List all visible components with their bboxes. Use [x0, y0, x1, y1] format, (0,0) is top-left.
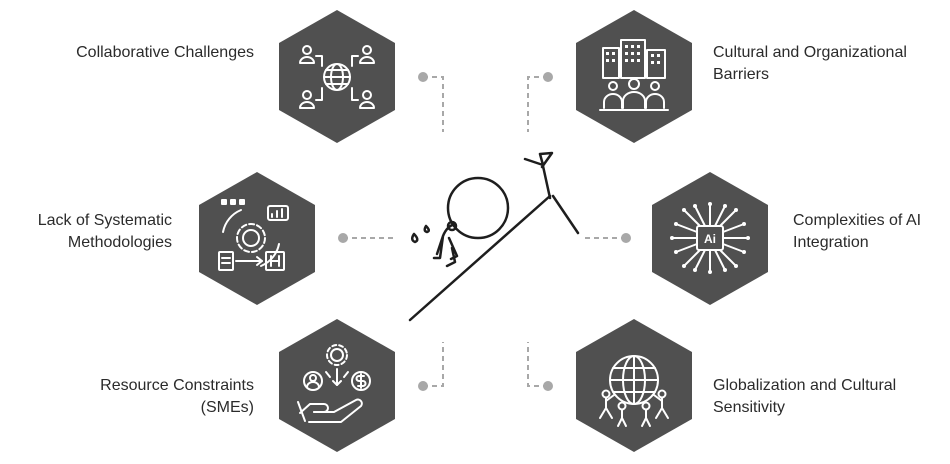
city-people-icon [599, 39, 669, 111]
globe-network-people-icon [299, 45, 375, 109]
hexagon-resource [279, 319, 395, 452]
ai-chip-icon: Ai [670, 202, 750, 274]
label-lack-line-2: Methodologies [67, 234, 172, 251]
hand-money-people-icon [297, 344, 371, 423]
label-cultural-line-1: Cultural and Organizational [713, 44, 907, 61]
label-cultural-line-2: Barriers [713, 66, 770, 83]
label-resource-line-1: Resource Constraints [100, 377, 254, 394]
hexagon-global [576, 319, 692, 452]
label-collaborative-line-1: Collaborative Challenges [76, 44, 254, 61]
label-cultural: Cultural and Organizational Barriers [713, 42, 945, 86]
label-resource: Resource Constraints (SMEs) [20, 375, 254, 419]
label-ai: Complexities of AI Integration [793, 210, 945, 254]
label-ai-line-2: Integration [793, 234, 869, 251]
connector-collaborative [418, 72, 444, 132]
gear-process-icon [218, 199, 289, 271]
hexagon-cultural [576, 10, 692, 143]
label-global: Globalization and Cultural Sensitivity [713, 375, 945, 419]
hexagon-lack [199, 172, 315, 305]
connector-resource [418, 342, 444, 391]
label-resource-line-2: (SMEs) [200, 399, 254, 416]
connector-cultural [527, 72, 553, 132]
people-holding-globe-icon [599, 355, 669, 427]
label-global-line-1: Globalization and Cultural [713, 377, 897, 394]
connector-global [527, 342, 553, 391]
label-collaborative: Collaborative Challenges [20, 42, 254, 64]
hexagon-ai: Ai [652, 172, 768, 305]
person-pushing-boulder-uphill-icon [408, 151, 580, 322]
label-global-line-2: Sensitivity [713, 399, 786, 416]
label-lack: Lack of Systematic Methodologies [0, 210, 172, 254]
connector-lack [338, 233, 396, 243]
label-lack-line-1: Lack of Systematic [37, 212, 172, 229]
hexagon-collaborative [279, 10, 395, 143]
connector-ai [582, 233, 631, 243]
label-ai-line-1: Complexities of AI [793, 212, 922, 229]
svg-text:Ai: Ai [704, 232, 716, 246]
